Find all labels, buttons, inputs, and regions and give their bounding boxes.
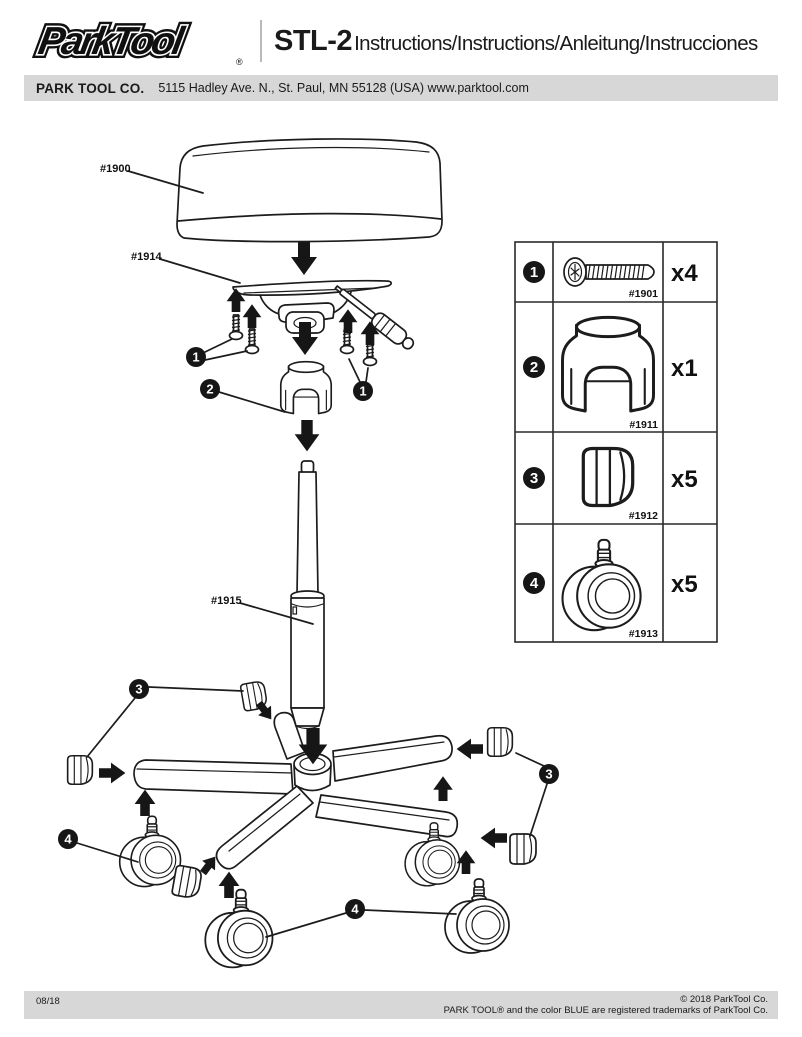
footer-date-code: 08/18 (36, 996, 60, 1007)
logo-wordmark-outline: ParkTool (35, 19, 188, 63)
part-qty: x4 (671, 260, 698, 287)
end-cap-right-upper (486, 726, 514, 758)
end-cap-illustration (581, 446, 635, 508)
parts-table-row-cylinder-cap: 2 #1911 x1 (523, 315, 698, 431)
callout-2: 2 (200, 379, 220, 399)
svg-text:3: 3 (135, 682, 142, 697)
callout-3-left: 3 (129, 679, 149, 699)
svg-text:1: 1 (192, 350, 199, 365)
part-number: #1913 (629, 628, 658, 640)
svg-text:1: 1 (359, 384, 366, 399)
seat-cushion (176, 138, 443, 243)
caster-left (118, 815, 182, 888)
screwdriver (334, 285, 415, 350)
caster-bottom-right (444, 878, 510, 954)
parts-table-row-caster: 4 #1913 x5 (523, 538, 698, 640)
title-block: STL-2 Instructions/Instructions/Anleitun… (274, 25, 758, 58)
svg-text:3: 3 (545, 767, 552, 782)
footer-legal: © 2018 ParkTool Co. PARK TOOL® and the c… (444, 994, 768, 1017)
cylinder-cap-illustration (561, 315, 655, 413)
logo-wordmark: ParkTool (35, 19, 188, 63)
arrow-cone-to-cylinder (294, 420, 320, 452)
caster-illustration (561, 538, 642, 632)
part-qty: x5 (671, 466, 698, 493)
caster-bottom-left (204, 888, 274, 969)
header: ParkTool ParkTool ® STL-2 Instructions/I… (28, 12, 778, 70)
callout-4-bottom: 4 (345, 899, 365, 919)
svg-text:2: 2 (206, 382, 213, 397)
parts-table: 1 #1901 x4 2 #1911 x1 (514, 241, 718, 643)
parts-table-row-end-cap: 3 #1912 x5 (523, 446, 698, 522)
svg-text:3: 3 (530, 470, 538, 487)
company-name: PARK TOOL CO. (36, 80, 145, 96)
address-bar: PARK TOOL CO. 5115 Hadley Ave. N., St. P… (24, 75, 778, 101)
label-cylinder: #1915 (211, 595, 242, 607)
end-cap-right-lower (509, 833, 537, 865)
callout-1-right: 1 (353, 381, 373, 401)
screw-illustration (563, 257, 655, 287)
footer-copyright: © 2018 ParkTool Co. (680, 993, 768, 1005)
callout-4-left: 4 (58, 829, 78, 849)
part-qty: x1 (671, 355, 698, 382)
end-cap-left (66, 754, 94, 786)
part-number: #1901 (629, 288, 658, 300)
part-number: #1912 (629, 510, 658, 522)
screw-1 (228, 314, 244, 341)
logo-registered-mark: ® (236, 57, 243, 67)
parktool-logo: ParkTool ParkTool ® (31, 15, 243, 67)
leader-lines (76, 170, 548, 938)
header-divider (260, 20, 262, 62)
svg-text:4: 4 (64, 832, 72, 847)
company-address: 5115 Hadley Ave. N., St. Paul, MN 55128 … (158, 81, 529, 95)
parts-table-row-screw: 1 #1901 x4 (523, 257, 698, 300)
part-number: #1911 (629, 419, 658, 431)
label-seat: #1900 (100, 163, 131, 175)
cylinder-cap-part (279, 360, 333, 415)
star-base (133, 711, 459, 870)
svg-text:2: 2 (530, 359, 538, 376)
svg-text:4: 4 (351, 902, 359, 917)
label-plate: #1914 (131, 251, 162, 263)
svg-text:1: 1 (530, 264, 538, 281)
page-title-subtitle: Instructions/Instructions/Anleitung/Inst… (354, 31, 758, 55)
page-title-model: STL-2 (274, 24, 353, 57)
footer: 08/18 © 2018 ParkTool Co. PARK TOOL® and… (24, 991, 778, 1019)
callout-3-right: 3 (539, 764, 559, 784)
gas-cylinder (290, 460, 325, 730)
part-qty: x5 (671, 571, 698, 598)
callout-1-left: 1 (186, 347, 206, 367)
end-cap-bottom-left (170, 864, 204, 900)
svg-text:4: 4 (530, 575, 539, 592)
footer-trademark: PARK TOOL® and the color BLUE are regist… (443, 1005, 768, 1016)
screw-2 (244, 328, 260, 355)
